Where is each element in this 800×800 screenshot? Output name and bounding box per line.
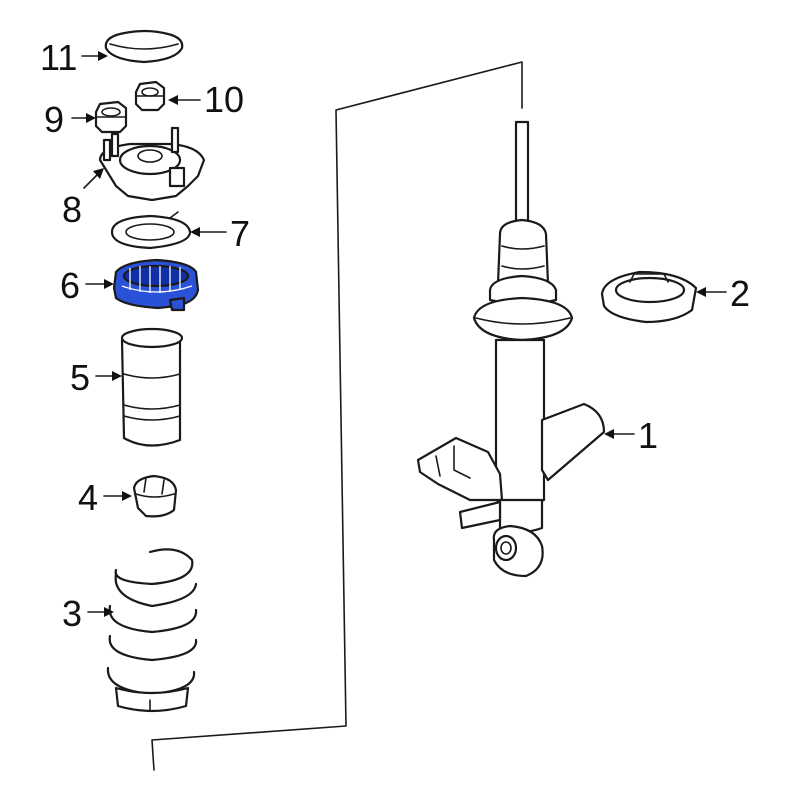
callout-10: 10 xyxy=(204,79,244,120)
callout-5: 5 xyxy=(70,357,90,398)
callout-1: 1 xyxy=(638,415,658,456)
callout-arrows xyxy=(71,51,727,617)
callout-8: 8 xyxy=(62,189,82,230)
part-2-spring-seat[interactable] xyxy=(600,270,698,324)
part-9-nut[interactable] xyxy=(94,100,128,134)
part-3-coil-spring[interactable] xyxy=(106,548,198,713)
part-8-strut-mount[interactable] xyxy=(98,126,206,202)
callout-4: 4 xyxy=(78,477,98,518)
part-11-dust-cap[interactable] xyxy=(104,29,184,64)
callout-6: 6 xyxy=(60,265,80,306)
part-5-dust-boot[interactable] xyxy=(120,327,184,447)
callout-9: 9 xyxy=(44,99,64,140)
assembly-bracket-line xyxy=(151,61,523,771)
callout-2: 2 xyxy=(730,273,750,314)
callout-7: 7 xyxy=(230,213,250,254)
part-7-spring-seat-upper[interactable] xyxy=(110,211,192,250)
part-1-strut-assembly[interactable] xyxy=(416,120,606,578)
part-4-bump-stop[interactable] xyxy=(132,474,178,518)
callout-11: 11 xyxy=(40,37,77,78)
callout-3: 3 xyxy=(62,593,82,634)
part-6-spring-insulator-highlighted[interactable] xyxy=(112,258,200,312)
part-10-nut[interactable] xyxy=(134,80,166,112)
arrow-8 xyxy=(83,173,99,189)
